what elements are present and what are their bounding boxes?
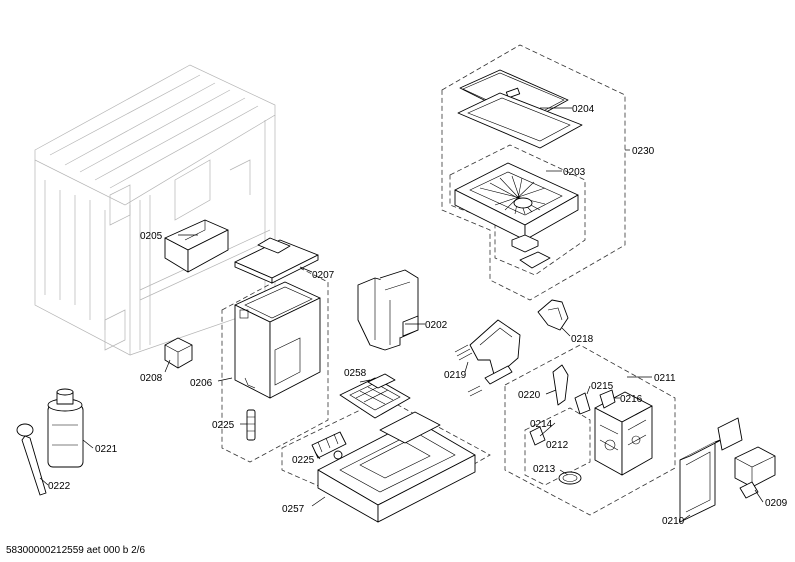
machine-housing (34, 64, 276, 356)
part-0225-valve-upper (246, 409, 256, 441)
label-0209: 0209 (765, 498, 788, 509)
label-0219: 0219 (444, 370, 467, 381)
label-0206: 0206 (190, 378, 213, 389)
label-0257: 0257 (282, 504, 305, 515)
document-footer-code: 58300000212559 aet 000 b 2/6 (6, 545, 145, 556)
part-0215-pin (574, 392, 591, 415)
group-0211-outline (504, 344, 676, 516)
label-0208: 0208 (140, 373, 163, 384)
label-0202: 0202 (425, 320, 448, 331)
label-0207: 0207 (312, 270, 335, 281)
label-0205: 0205 (140, 231, 163, 242)
label-0222: 0222 (48, 481, 71, 492)
part-0214-clip (529, 426, 546, 446)
label-0218: 0218 (571, 334, 594, 345)
part-0202-bracket (357, 269, 419, 351)
part-0203-drip-tray (454, 162, 579, 269)
label-0204: 0204 (572, 104, 595, 115)
part-0218-clip (537, 299, 569, 331)
part-0205-container (164, 219, 229, 273)
part-0220-lever (552, 364, 569, 406)
part-0209-holder (717, 417, 776, 499)
group-0212-outline (524, 407, 591, 486)
part-0216-lever (599, 389, 616, 409)
label-0210: 0210 (662, 516, 685, 527)
label-0258: 0258 (344, 368, 367, 379)
part-0204-lid (457, 69, 583, 149)
part-0210-cover (679, 437, 726, 523)
part-0211-brew-unit (594, 391, 653, 476)
label-0214: 0214 (530, 419, 553, 430)
leader-lines (39, 107, 764, 521)
part-0225-valve-lower (311, 431, 347, 460)
label-0230: 0230 (632, 146, 655, 157)
part-0221-jug (47, 388, 84, 468)
part-0258-filter (339, 373, 411, 419)
part-0257-drip-base (317, 411, 476, 523)
label-0213: 0213 (533, 464, 556, 475)
label-0225-upper: 0225 (212, 420, 235, 431)
label-0220: 0220 (518, 390, 541, 401)
group-0230-outline (441, 44, 626, 301)
label-0215: 0215 (591, 381, 614, 392)
label-0211: 0211 (654, 373, 676, 384)
part-0208-part (164, 337, 193, 369)
label-0221: 0221 (95, 444, 118, 455)
label-0225-lower: 0225 (292, 455, 315, 466)
part-0219-spring-frame (454, 319, 521, 397)
label-0212: 0212 (546, 440, 569, 451)
part-0206-water-tank (234, 281, 321, 399)
part-0213-seal (558, 471, 582, 485)
label-0203: 0203 (563, 167, 586, 178)
part-0207-plate (234, 237, 319, 284)
label-0216: 0216 (620, 394, 643, 405)
part-0222-spoon (16, 423, 47, 496)
